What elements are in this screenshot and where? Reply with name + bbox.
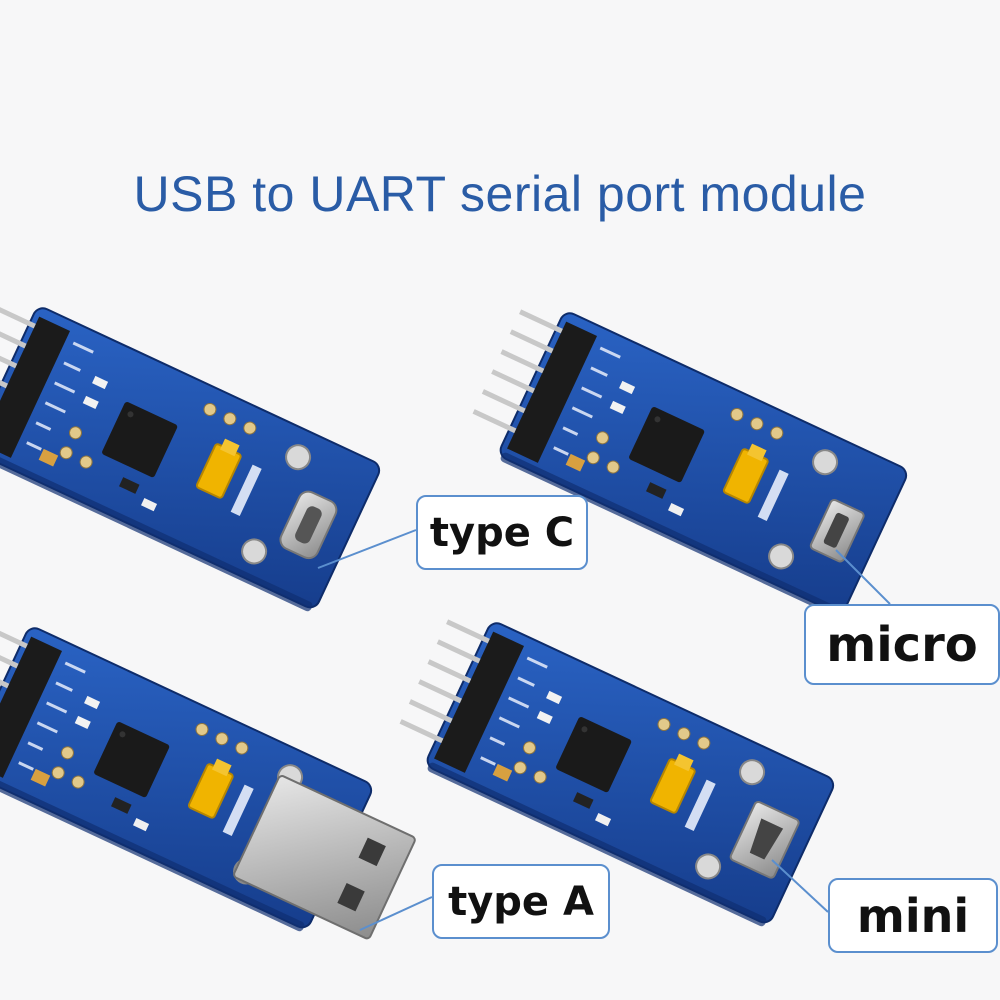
leader-mini [771,859,829,913]
label-type-a: type A [432,864,610,939]
leader-micro [835,549,891,605]
leader-type-a [359,896,433,931]
label-mini: mini [828,878,998,953]
page-title: USB to UART serial port module [133,166,867,222]
module-mini [385,602,838,931]
leader-type-c [317,529,417,569]
label-micro: micro [804,604,1000,685]
label-type-c: type C [416,495,588,570]
module-micro [458,292,911,621]
module-type-c [0,287,384,616]
module-type-a [0,607,416,940]
